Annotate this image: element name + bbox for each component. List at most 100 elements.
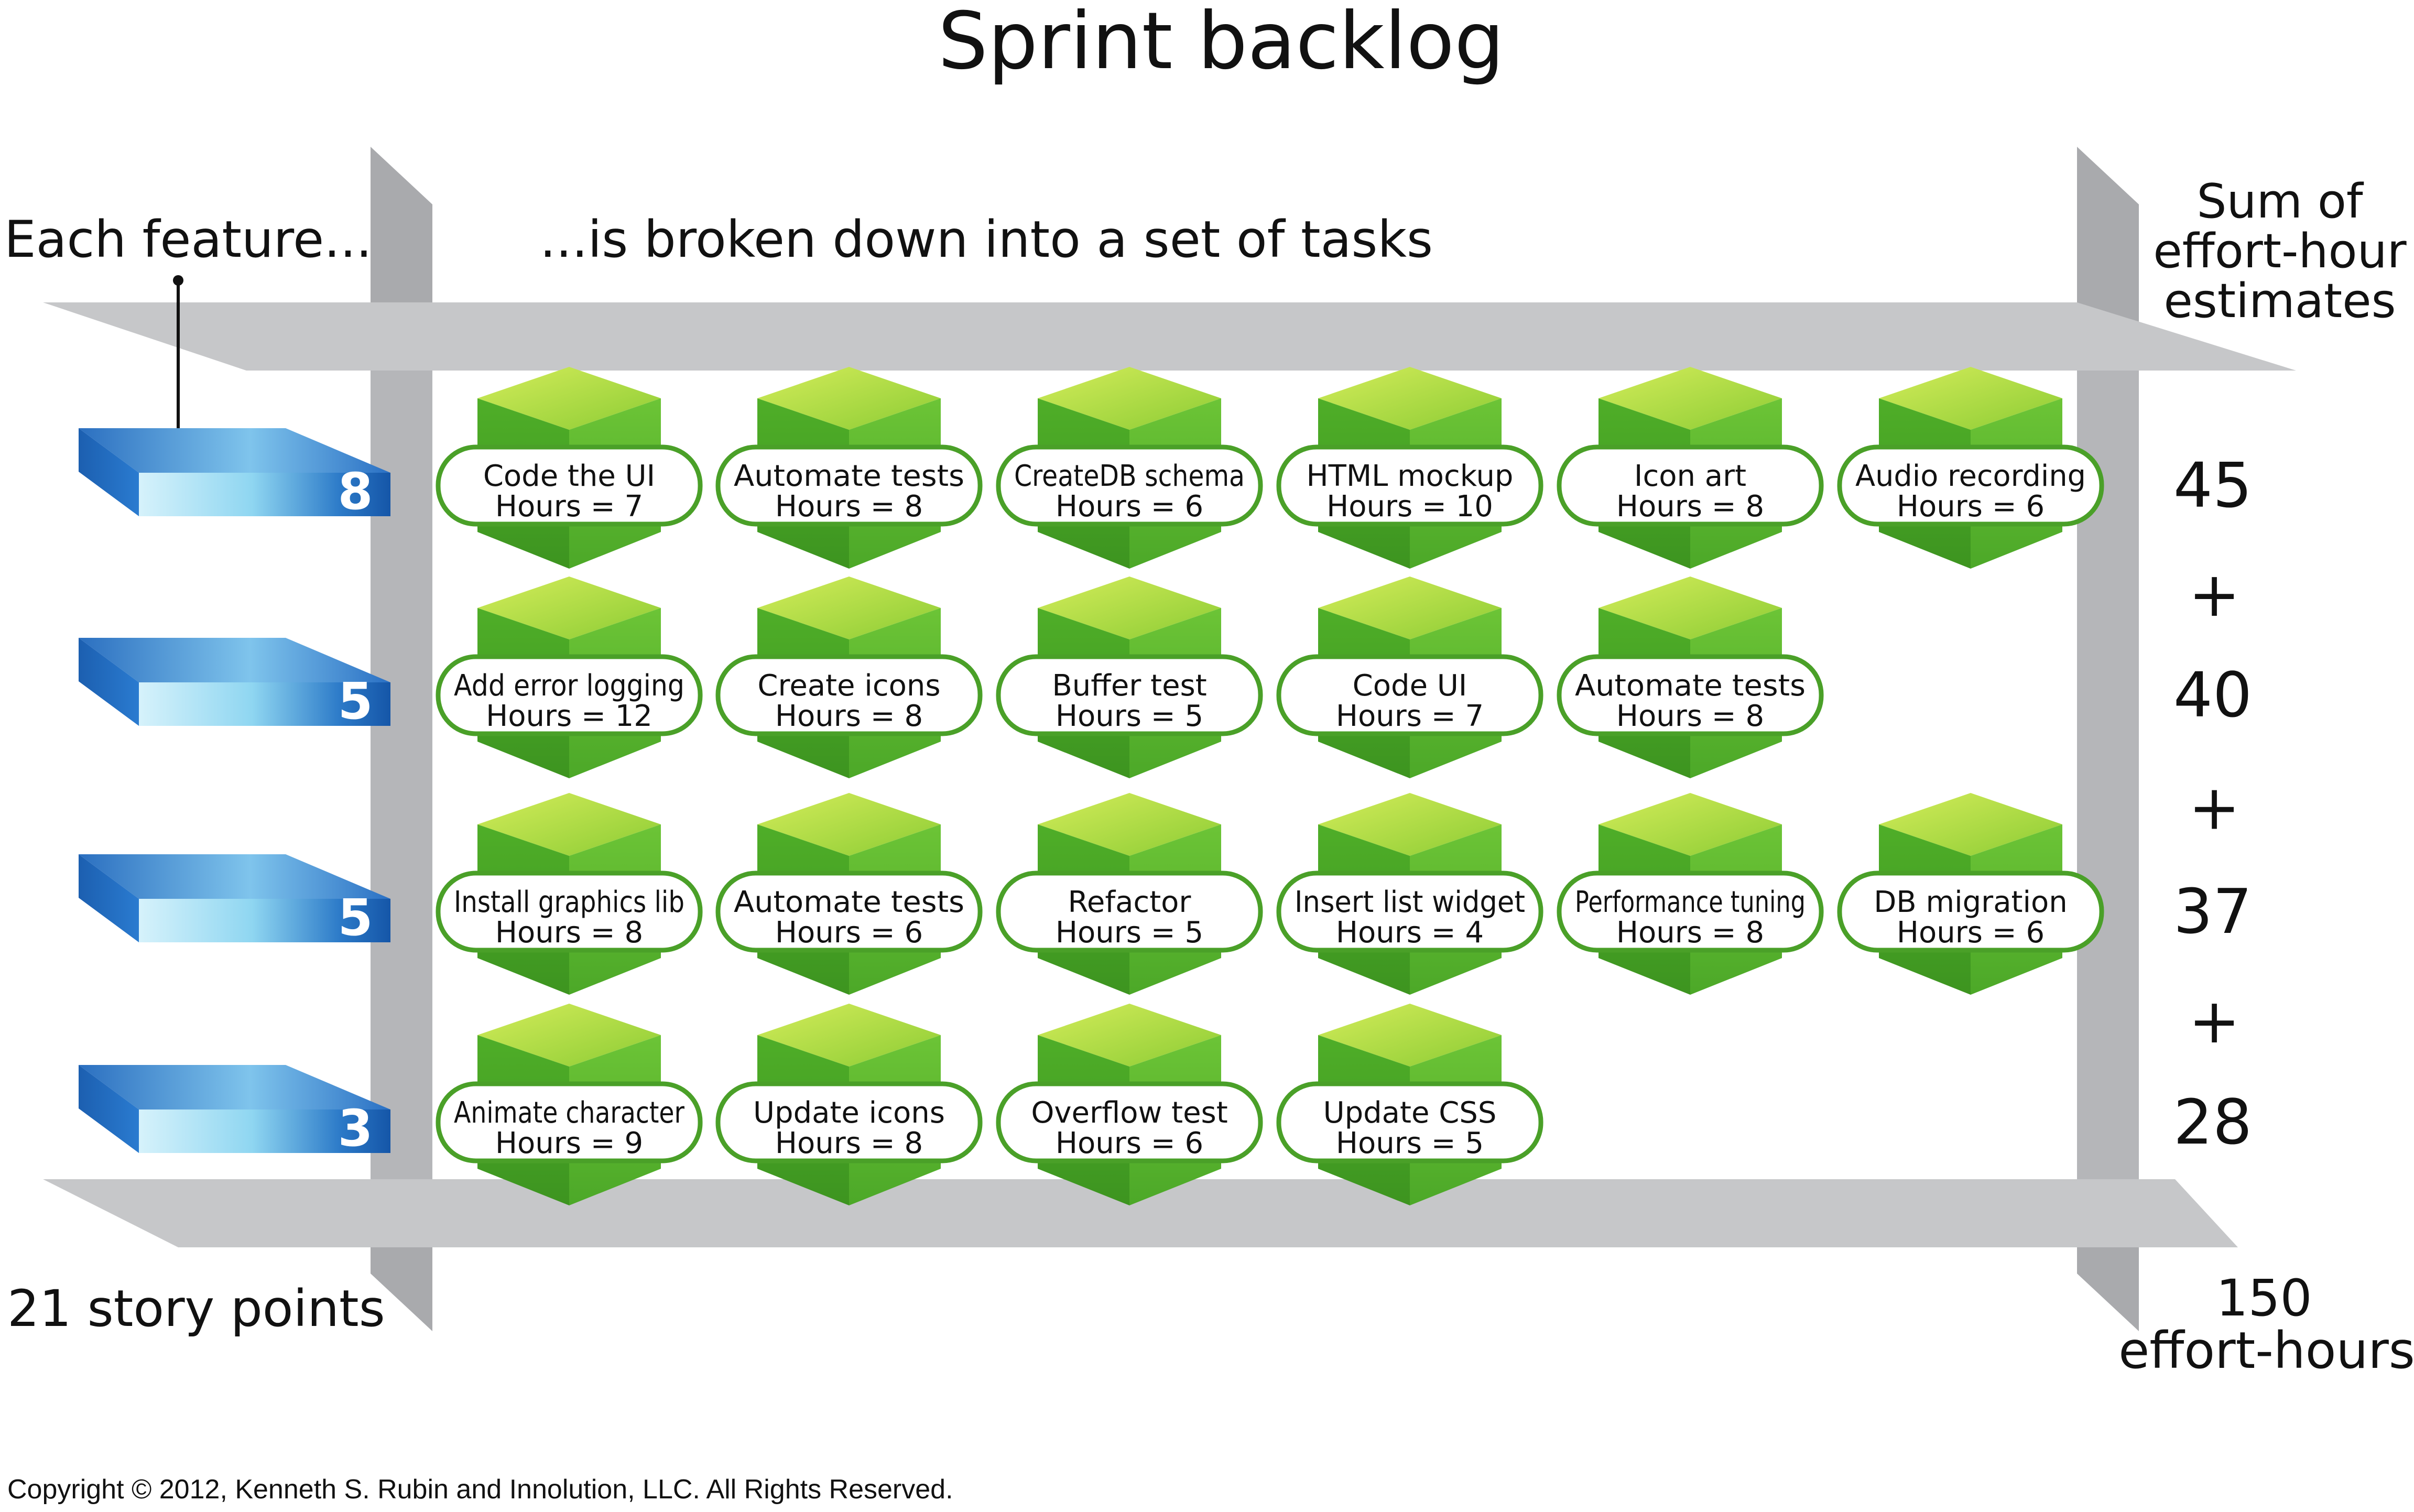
task-label-pill (436, 1081, 703, 1163)
task-label-pill (715, 871, 983, 953)
task-label-pill (1837, 871, 2104, 953)
row-effort-sum: 28 (2173, 1086, 2252, 1158)
task-label-pill (1276, 654, 1543, 736)
plus-sign: + (2189, 985, 2241, 1057)
task-hours: Hours = 6 (1897, 490, 2045, 524)
task-hours: Hours = 7 (1336, 699, 1484, 733)
row-effort-sum: 45 (2173, 449, 2252, 521)
diagram-title: Sprint backlog (938, 0, 1504, 87)
row-effort-sum: 40 (2173, 659, 2252, 731)
task-name: DB migration (1874, 885, 2068, 919)
task-hours: Hours = 8 (775, 1126, 923, 1160)
task-hours: Hours = 5 (1336, 1126, 1484, 1160)
pointer-dot-top (173, 275, 183, 286)
feature-block-front (139, 473, 390, 516)
feature-story-points: 8 (338, 462, 373, 521)
task-name: Icon art (1634, 459, 1746, 493)
feature-story-points: 5 (338, 672, 373, 731)
task-hours: Hours = 6 (1897, 916, 2045, 950)
feature-block-top (79, 428, 390, 473)
feature-block-top (79, 1065, 390, 1109)
feature-block-top (79, 854, 390, 899)
feature-story-points: 3 (338, 1099, 373, 1158)
task-name: Update CSS (1323, 1096, 1497, 1130)
feature-block-top (79, 638, 390, 682)
task-hours: Hours = 6 (775, 916, 923, 950)
feature-column-header: Each feature... (4, 210, 372, 269)
task-hours: Hours = 8 (1616, 490, 1764, 524)
task-hours: Hours = 12 (486, 699, 653, 733)
feature-block-side (79, 638, 139, 726)
task-hours: Hours = 6 (1056, 1126, 1203, 1160)
task-label-pill (1276, 871, 1543, 953)
task-label-pill (1557, 654, 1824, 736)
feature-block-side (79, 1065, 139, 1153)
task-name: Install graphics lib (454, 885, 684, 919)
task-name: CreateDB schema (1014, 459, 1245, 493)
feature-story-points: 5 (338, 888, 373, 947)
task-label-pill (436, 444, 703, 527)
task-label-pill (715, 1081, 983, 1163)
sum-header-line-1: Sum of (2196, 174, 2364, 229)
feature-block-front (139, 899, 390, 942)
task-name: Automate tests (1575, 669, 1806, 703)
task-name: Automate tests (734, 885, 964, 919)
task-hours: Hours = 9 (495, 1126, 643, 1160)
task-label-pill (996, 444, 1263, 527)
feature-block-side (79, 854, 139, 942)
task-label-pill (996, 871, 1263, 953)
task-name: Update icons (753, 1096, 945, 1130)
task-hours: Hours = 5 (1056, 699, 1203, 733)
task-name: Animate character (454, 1096, 685, 1130)
task-label-pill (436, 871, 703, 953)
task-label-pill (1276, 1081, 1543, 1163)
task-hours: Hours = 4 (1336, 916, 1484, 950)
feature-block: 3 (79, 1065, 390, 1158)
task-name: Buffer test (1052, 669, 1206, 703)
task-name: Code UI (1353, 669, 1467, 703)
task-label-pill (715, 654, 983, 736)
task-hours: Hours = 6 (1056, 490, 1203, 524)
feature-block-side (79, 428, 139, 516)
total-hours-unit: effort-hours (2118, 1321, 2414, 1380)
task-hours: Hours = 10 (1326, 490, 1493, 524)
plus-sign: + (2189, 771, 2241, 844)
task-label-pill (436, 654, 703, 736)
task-name: Insert list widget (1295, 885, 1525, 919)
task-column-header: ...is broken down into a set of tasks (540, 210, 1433, 269)
feature-block: 8 (79, 428, 390, 521)
sum-header-line-2: effort-hour (2153, 224, 2406, 279)
task-hours: Hours = 8 (775, 490, 923, 524)
feature-pointer (170, 275, 187, 450)
effort-sums: 45+40+37+28 (2173, 449, 2252, 1158)
task-hours: Hours = 7 (495, 490, 643, 524)
task-name: Overflow test (1031, 1096, 1227, 1130)
task-label-pill (1557, 444, 1824, 527)
task-hours: Hours = 8 (775, 699, 923, 733)
task-hours: Hours = 8 (1616, 699, 1764, 733)
feature-block-front (139, 1109, 390, 1153)
task-name: Automate tests (734, 459, 964, 493)
feature-block-front (139, 682, 390, 726)
task-name: Refactor (1068, 885, 1192, 919)
